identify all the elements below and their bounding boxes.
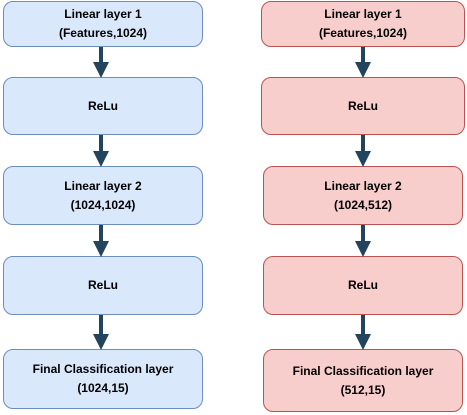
node-title: Linear layer 1 xyxy=(324,7,402,21)
right-linear-layer-2-node: Linear layer 2 (1024,512) xyxy=(263,166,463,225)
node-shape: (1024,15) xyxy=(77,381,129,395)
node-title: ReLu xyxy=(348,98,378,113)
node-title: ReLu xyxy=(348,278,378,292)
node-title: Final Classification layer xyxy=(32,362,174,376)
node-title: Linear layer 2 xyxy=(324,178,402,193)
node-shape: (Features,1024) xyxy=(318,26,408,40)
node-shape: (512,15) xyxy=(340,382,386,397)
node-shape: (Features,1024) xyxy=(58,26,148,40)
left-relu-1-node: ReLu xyxy=(3,77,203,135)
node-title: Final Classification layer xyxy=(292,363,434,378)
left-linear-layer-2-node: Linear layer 2 (1024,1024) xyxy=(3,166,203,225)
node-title: Linear layer 1 xyxy=(64,7,142,21)
left-linear-layer-1-node: Linear layer 1 (Features,1024) xyxy=(3,1,203,47)
right-relu-2-node: ReLu xyxy=(263,256,463,315)
node-title: ReLu xyxy=(88,98,118,113)
right-final-classification-node: Final Classification layer (512,15) xyxy=(263,349,463,412)
node-title: Linear layer 2 xyxy=(64,178,142,193)
node-shape: (1024,512) xyxy=(333,197,393,212)
right-linear-layer-1-node: Linear layer 1 (Features,1024) xyxy=(261,1,465,47)
node-title: ReLu xyxy=(88,278,118,292)
right-relu-1-node: ReLu xyxy=(261,77,465,135)
node-shape: (1024,1024) xyxy=(70,197,136,212)
